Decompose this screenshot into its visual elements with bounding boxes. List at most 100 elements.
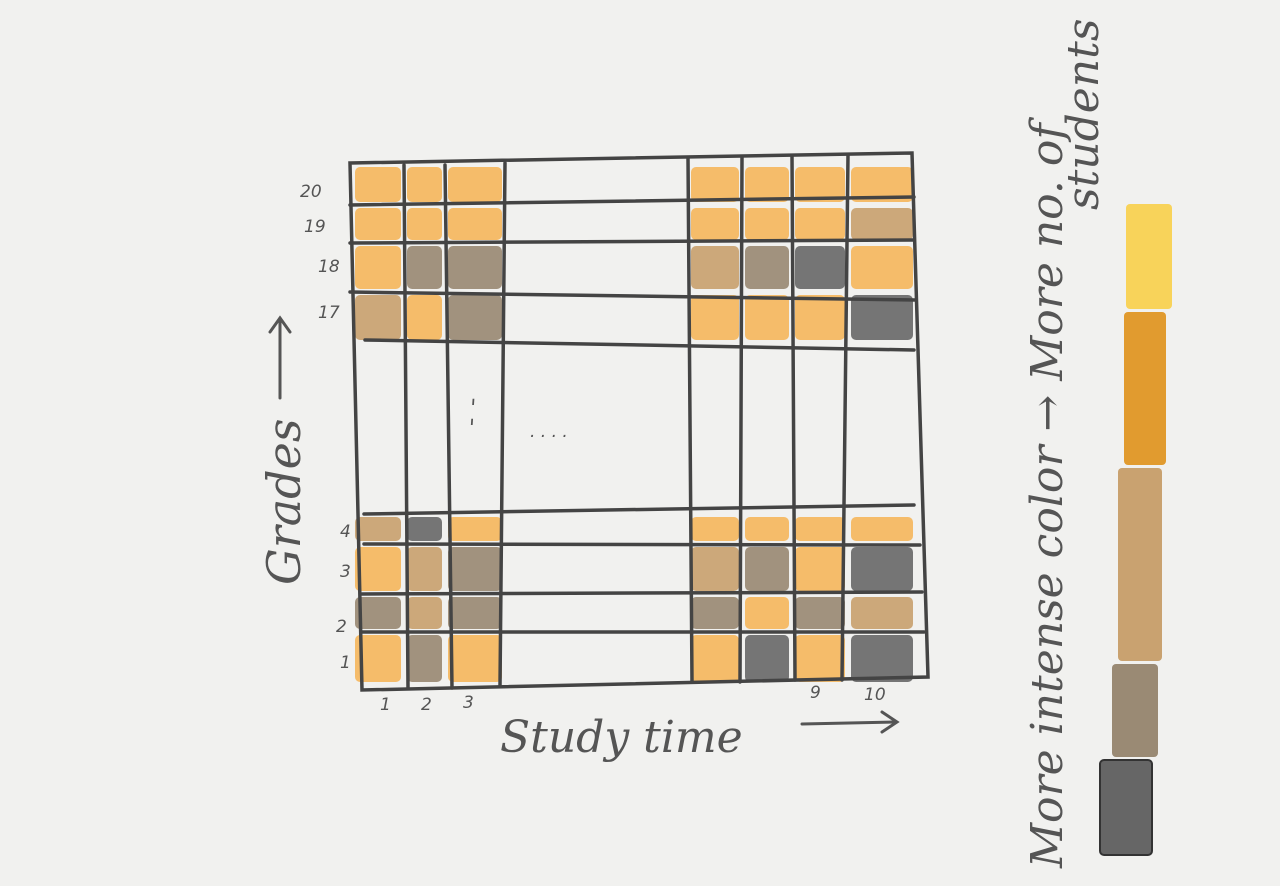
heatmap-cell-bottom_left-2-3 [448,597,502,629]
x-ellipsis: . . . . [530,422,568,442]
heatmap-cell-top_left-20-1 [355,167,401,202]
heatmap-cell-bottom_right-4-9 [795,517,845,541]
heatmap-cell-top_right-19-10 [851,208,913,240]
y-tick-2: 2 [336,617,347,637]
y-tick-3: 3 [340,562,351,582]
y-axis-title: Grades [257,419,311,585]
legend-swatch-5 [1099,759,1153,856]
grid-vline-3 [498,161,507,688]
heatmap-cells [355,167,913,682]
heatmap-cell-bottom_right-2-7 [691,597,739,629]
heatmap-cell-bottom_left-1-2 [407,635,442,682]
heatmap-cell-top_left-20-3 [448,167,502,202]
chart-frame [348,151,930,692]
heatmap-cell-top_left-18-2 [407,246,442,289]
grid-hline-2 [348,238,916,245]
x-axis-arrow [800,710,900,734]
x-axis-title: Study time [500,712,743,763]
heatmap-grid [348,151,930,692]
heatmap-cell-top_left-17-1 [355,295,401,340]
heatmap-cell-bottom_left-4-2 [407,517,442,541]
heatmap-cell-bottom_right-4-7 [691,517,739,541]
x-tick-10: 10 [864,685,886,705]
x-tick-3: 3 [463,693,474,713]
heatmap-cell-bottom_left-1-1 [355,635,401,682]
grid-hline-1 [348,195,916,207]
heatmap-cell-bottom_left-3-2 [407,547,442,591]
heatmap-cell-bottom_right-1-9 [795,635,845,682]
y-tick-1: 1 [340,653,351,673]
grid-vline-4 [686,156,694,684]
heatmap-cell-top_left-17-3 [448,295,502,340]
heatmap-cell-bottom_right-3-7 [691,547,739,591]
heatmap-cell-top_right-20-9 [795,167,845,202]
heatmap-cell-bottom_right-4-8 [745,517,789,541]
heatmap-cell-top_right-18-8 [745,246,789,289]
heatmap-cell-top_right-17-8 [745,295,789,340]
grid-hline-3 [348,290,918,302]
heatmap-cell-top_left-19-2 [407,208,442,240]
grid-vline-6 [790,154,797,682]
heatmap-cell-top_right-19-8 [745,208,789,240]
heatmap-cell-top_right-20-8 [745,167,789,202]
legend-swatch-4 [1112,664,1158,757]
legend-label-line2: students [1058,19,1109,210]
x-tick-9: 9 [810,683,821,703]
heatmap-cell-bottom_right-2-8 [745,597,789,629]
heatmap-cell-top_right-17-10 [851,295,913,340]
grid-hline-7 [360,590,924,596]
heatmap-cell-top_right-17-7 [691,295,739,340]
legend-bar [1099,204,1172,856]
heatmap-cell-bottom_right-3-9 [795,547,845,591]
grid-vline-2 [443,163,454,690]
heatmap-cell-bottom_left-2-2 [407,597,442,629]
heatmap-cell-top_right-20-7 [691,167,739,202]
y-tick-18: 18 [318,257,340,277]
grid-hline-5 [362,503,916,516]
heatmap-cell-bottom_left-3-1 [355,547,401,591]
heatmap-cell-bottom_left-1-3 [448,635,502,682]
heatmap-cell-top_right-17-9 [795,295,845,340]
grid-hline-6 [362,542,922,547]
heatmap-cell-top_right-20-10 [851,167,913,202]
grid-vline-5 [738,155,744,684]
grid-vline-1 [402,163,410,690]
heatmap-cell-top_left-18-1 [355,246,401,289]
legend-swatch-1 [1126,204,1172,309]
heatmap-cell-bottom_right-1-7 [691,635,739,682]
heatmap-cell-bottom_right-3-8 [745,547,789,591]
heatmap-cell-top_right-18-10 [851,246,913,289]
heatmap-cell-top_left-17-2 [407,295,442,340]
heatmap-cell-top_left-20-2 [407,167,442,202]
y-tick-19: 19 [304,217,326,237]
heatmap-cell-bottom_right-2-10 [851,597,913,629]
heatmap-cell-bottom_left-4-1 [355,517,401,541]
heatmap-cell-top_right-19-9 [795,208,845,240]
heatmap-cell-top_right-18-7 [691,246,739,289]
heatmap-cell-bottom_right-2-9 [795,597,845,629]
heatmap-cell-bottom_right-3-10 [851,547,913,591]
heatmap-cell-top_right-19-7 [691,208,739,240]
heatmap-cell-bottom_left-4-3 [448,517,502,541]
heatmap-cell-top_right-18-9 [795,246,845,289]
grid-hline-4 [363,338,916,352]
y-axis-arrow [268,315,292,400]
x-tick-2: 2 [421,695,432,715]
heatmap-cell-bottom_left-2-1 [355,597,401,629]
legend-swatch-2 [1124,312,1166,465]
legend-label-line1: More intense color → More no. of [1022,117,1073,869]
heatmap-cell-bottom_left-3-3 [448,547,502,591]
heatmap-cell-top_left-18-3 [448,246,502,289]
y-tick-4: 4 [340,522,351,542]
heatmap-cell-top_left-19-3 [448,208,502,240]
heatmap-cell-top_left-19-1 [355,208,401,240]
y-tick-17: 17 [318,303,340,323]
heatmap-cell-bottom_right-4-10 [851,517,913,541]
legend-swatch-3 [1118,468,1162,661]
x-tick-1: 1 [380,695,391,715]
y-ellipsis: : [470,378,476,437]
heatmap-cell-bottom_right-1-10 [851,635,913,682]
heatmap-cell-bottom_right-1-8 [745,635,789,682]
y-tick-20: 20 [300,182,322,202]
